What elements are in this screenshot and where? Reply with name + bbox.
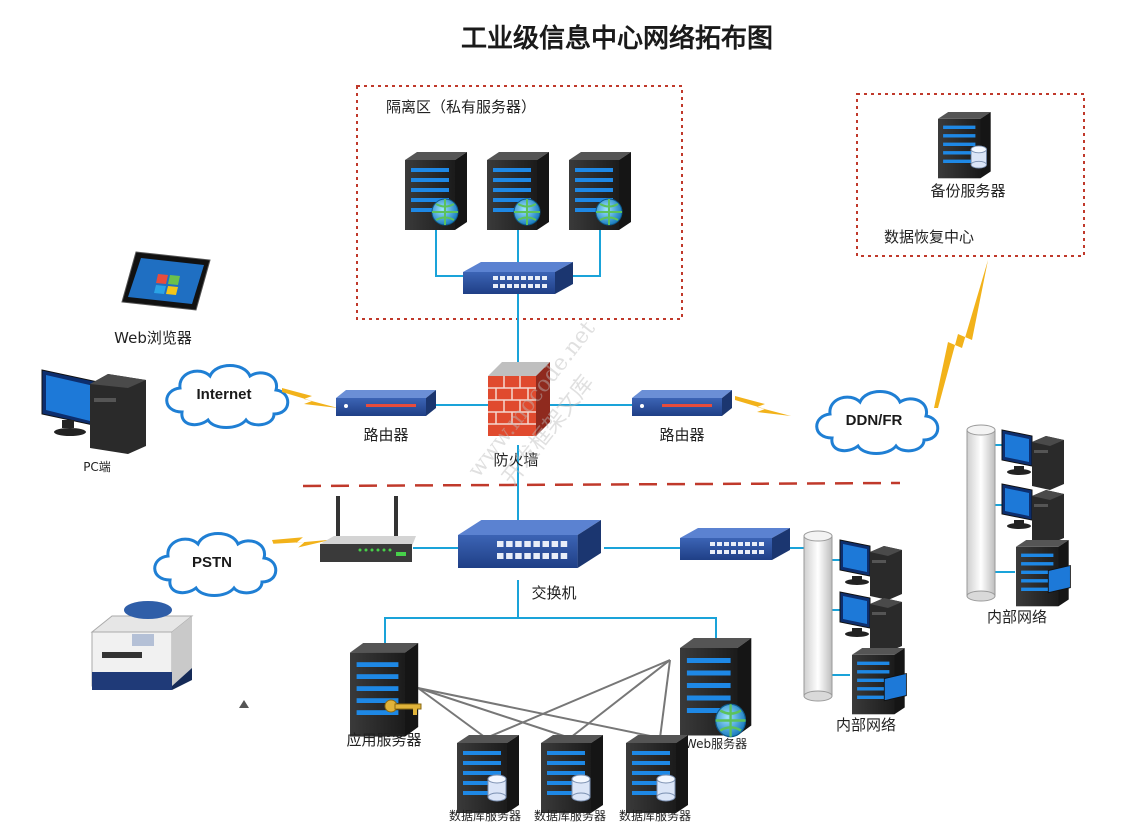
switch-label: 交换机 <box>531 584 576 602</box>
internet-label: Internet <box>196 386 251 403</box>
web-server-label: Web服务器 <box>685 736 747 751</box>
workstation-1c[interactable] <box>1016 540 1071 607</box>
dmz-zone <box>356 85 683 320</box>
web-server[interactable] <box>680 638 752 738</box>
dmz-zone-label: 隔离区（私有服务器） <box>386 98 536 116</box>
ddn-lightning <box>735 396 791 416</box>
small-arrow-icon <box>239 700 249 708</box>
web-browser-label: Web浏览器 <box>114 329 192 347</box>
copier-icon[interactable] <box>90 601 194 690</box>
pc-label: PC端 <box>83 460 111 474</box>
workstation-1b[interactable] <box>1001 483 1065 545</box>
db-server-1-label: 数据库服务器 <box>449 808 521 823</box>
secondary-switch[interactable] <box>680 528 790 560</box>
db-server-3-label: 数据库服务器 <box>619 808 691 823</box>
db-server-1[interactable] <box>457 735 519 813</box>
dmz-switch[interactable] <box>463 262 573 294</box>
db-server-2[interactable] <box>541 735 603 813</box>
recovery-zone-label: 数据恢复中心 <box>884 228 974 246</box>
key-icon <box>384 699 422 715</box>
db-server-3[interactable] <box>626 735 688 813</box>
internal-bus-2 <box>966 424 996 602</box>
backup-server[interactable] <box>938 112 991 179</box>
dmz-server-3[interactable] <box>569 152 631 230</box>
app-server-label: 应用服务器 <box>346 731 421 749</box>
internal-net-2-label: 内部网络 <box>987 608 1047 626</box>
router-right[interactable] <box>632 390 732 416</box>
backup-server-label: 备份服务器 <box>930 182 1005 200</box>
firewall-label: 防火墙 <box>493 451 538 469</box>
db-links <box>417 659 671 739</box>
zone-divider <box>302 481 901 488</box>
router-left[interactable] <box>336 390 436 416</box>
main-switch[interactable] <box>458 520 601 568</box>
db-server-2-label: 数据库服务器 <box>534 808 606 823</box>
dmz-server-1[interactable] <box>405 152 467 230</box>
dmz-server-2[interactable] <box>487 152 549 230</box>
wireless-router-icon[interactable] <box>320 496 416 562</box>
workstation-2a[interactable] <box>839 539 903 601</box>
diagram-title: 工业级信息中心网络拓布图 <box>461 23 773 54</box>
workstation-2c[interactable] <box>852 648 907 715</box>
recovery-zone <box>856 93 1085 257</box>
pc-icon[interactable] <box>41 369 146 454</box>
router-left-label: 路由器 <box>363 426 408 444</box>
ddn-label: DDN/FR <box>846 412 903 429</box>
internet-lightning <box>282 388 338 408</box>
pstn-label: PSTN <box>192 554 232 571</box>
recovery-lightning <box>934 260 988 408</box>
tablet-icon[interactable] <box>121 251 211 311</box>
app-server[interactable] <box>350 643 419 737</box>
workstation-1a[interactable] <box>1001 429 1065 491</box>
router-right-label: 路由器 <box>659 426 704 444</box>
internal-net-1-label: 内部网络 <box>836 716 896 734</box>
internal-bus-1 <box>803 530 833 702</box>
firewall-icon[interactable] <box>488 362 550 436</box>
workstation-2b[interactable] <box>839 591 903 653</box>
